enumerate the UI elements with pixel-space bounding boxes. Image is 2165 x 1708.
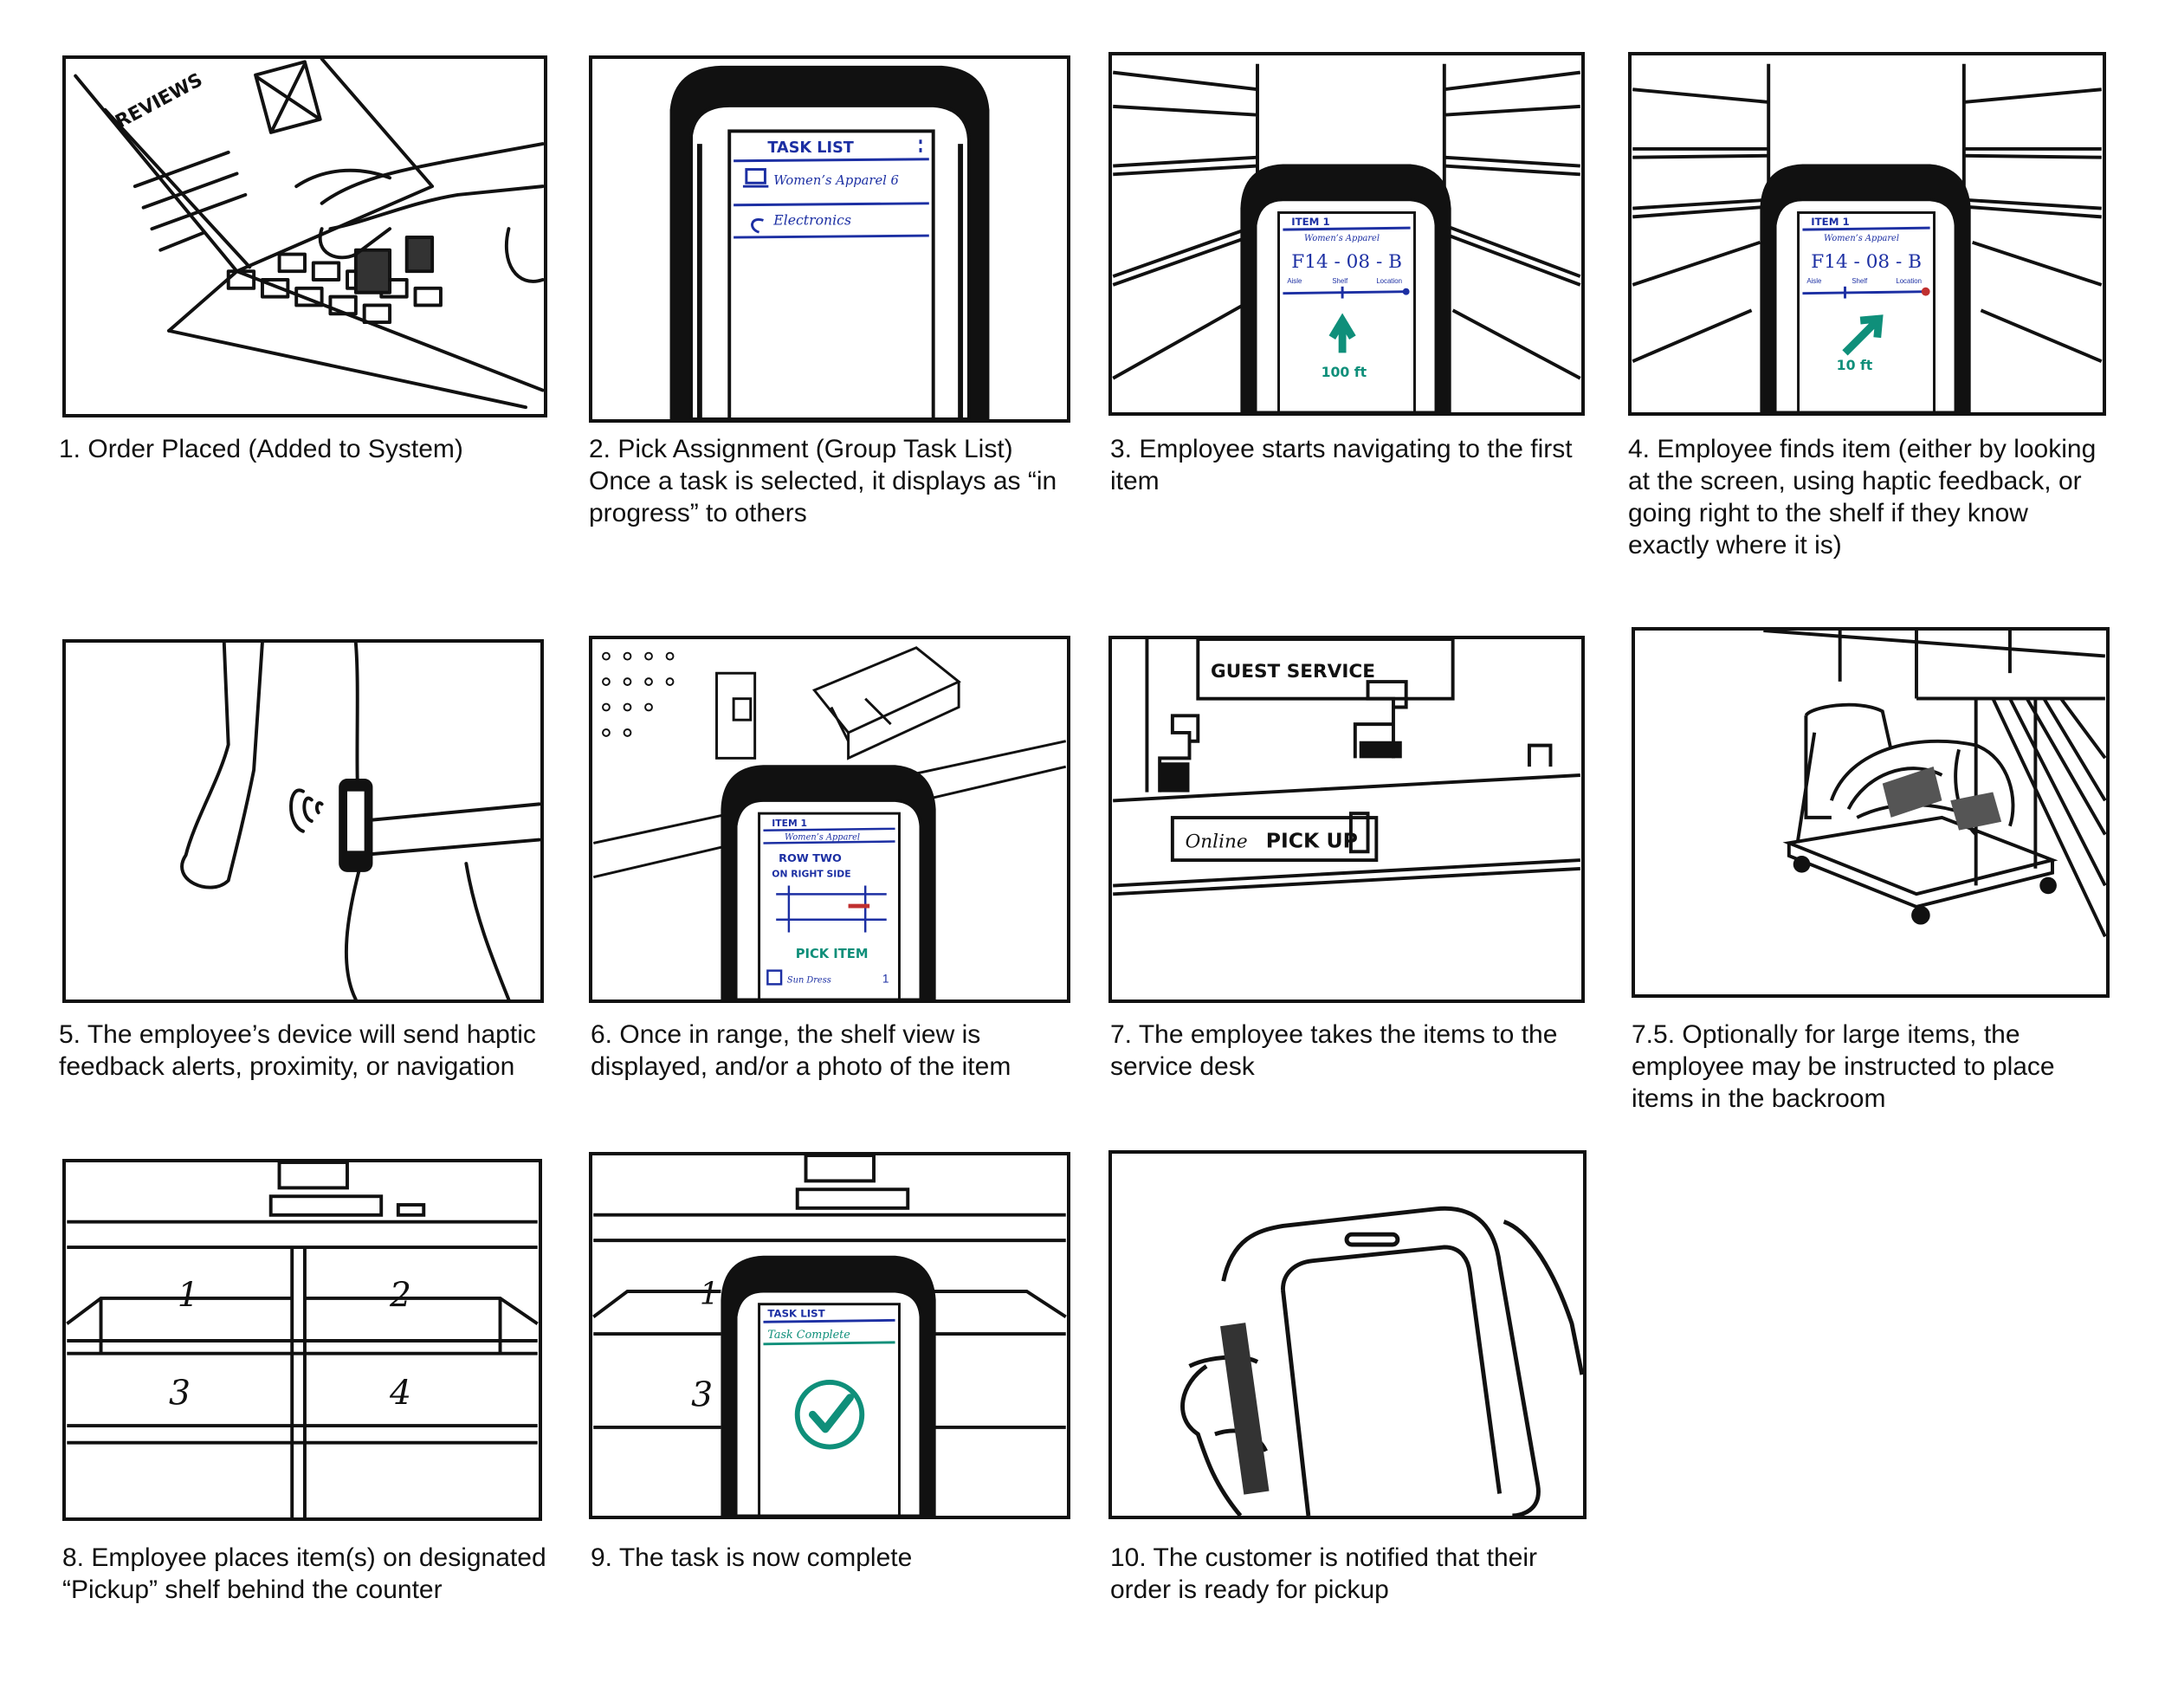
shelf-number-3: 3 [691, 1375, 713, 1414]
aisle-label: Aisle [1806, 277, 1821, 285]
item-1-label: ITEM 1 [1811, 216, 1849, 228]
panel-4-sketch: ITEM 1 Women’s Apparel F14 - 08 - B Aisl… [1628, 52, 2106, 416]
item-1-label: ITEM 1 [1291, 216, 1329, 228]
customer-phone-sketch [1180, 1206, 1583, 1516]
laptop-typing-sketch: REVIEWS [74, 59, 544, 410]
service-desk-sketch: GUEST SERVICE Online PICK UP [1113, 639, 1580, 896]
pick-up-sign: PICK UP [1266, 828, 1358, 852]
panel-10-sketch [1108, 1150, 1587, 1519]
caption-3: 3. Employee starts navigating to the fir… [1110, 435, 1573, 495]
pick-item-label: PICK ITEM [796, 947, 869, 961]
pickup-shelf-sketch: 1 2 3 4 [66, 1162, 539, 1517]
task-list-device-sketch: TASK LIST Women’s Apparel 6 Electronics [669, 65, 990, 419]
panel-6-sketch: ITEM 1 Women’s Apparel ROW TWO ON RIGHT … [589, 636, 1070, 1003]
panel-5-sketch [62, 639, 544, 1003]
task-complete-label: Task Complete [767, 1329, 850, 1342]
online-sign: Online [1186, 831, 1248, 852]
shelf-label: Shelf [1852, 277, 1868, 285]
panel-9-sketch: 1 3 TASK LIST Task Complete [589, 1152, 1070, 1519]
item-found-sketch: ITEM 1 Women’s Apparel F14 - 08 - B Aisl… [1632, 63, 2103, 412]
caption-9: 9. The task is now complete [591, 1543, 913, 1572]
distance-label: 100 ft [1322, 364, 1367, 380]
shelf-number-2: 2 [389, 1277, 411, 1316]
shelf-number-1: 1 [700, 1277, 719, 1312]
panel-1-sketch: REVIEWS [62, 55, 547, 417]
guest-service-sign: GUEST SERVICE [1211, 661, 1375, 683]
task-complete-sketch: 1 3 TASK LIST Task Complete [592, 1155, 1067, 1516]
caption-10: 10. The customer is notified that their … [1110, 1543, 1538, 1604]
caption-8: 8. Employee places item(s) on designated… [62, 1543, 546, 1604]
womens-apparel-label: Women’s Apparel [1304, 234, 1380, 243]
caption-6: 6. Once in range, the shelf view is disp… [591, 1020, 1011, 1081]
location-code: F14 - 08 - B [1811, 251, 1922, 273]
aisle-label: Aisle [1287, 277, 1302, 285]
shelf-number-3: 3 [169, 1375, 191, 1414]
row-two-label: ROW TWO [779, 852, 842, 865]
right-side-label: ON RIGHT SIDE [772, 869, 850, 880]
location-code: F14 - 08 - B [1291, 251, 1402, 273]
shelf-label: Shelf [1332, 277, 1348, 285]
shelf-number-4: 4 [389, 1375, 411, 1414]
task-womens-apparel: Women’s Apparel 6 [773, 173, 899, 188]
location-label: Location [1896, 277, 1922, 285]
caption-7-5: 7.5. Optionally for large items, the emp… [1632, 1020, 2055, 1113]
caption-4: 4. Employee finds item (either by lookin… [1628, 435, 2097, 560]
shelf-number-1: 1 [178, 1277, 199, 1316]
caption-5: 5. The employee’s device will send hapti… [59, 1020, 536, 1081]
caption-7: 7. The employee takes the items to the s… [1110, 1020, 1558, 1081]
shelf-view-sketch: ITEM 1 Women’s Apparel ROW TWO ON RIGHT … [592, 646, 1067, 1000]
panel-3-sketch: ITEM 1 Women’s Apparel F14 - 08 - B Aisl… [1108, 52, 1585, 416]
reviews-label: REVIEWS [112, 69, 206, 133]
aisle-navigation-sketch: ITEM 1 Women’s Apparel F14 - 08 - B Aisl… [1112, 63, 1581, 412]
haptic-device-sketch [180, 643, 540, 1000]
caption-2: 2. Pick Assignment (Group Task List) Onc… [589, 435, 1057, 527]
task-list-title: TASK LIST [767, 1307, 824, 1319]
item-1-label: ITEM 1 [772, 818, 807, 829]
caption-1: 1. Order Placed (Added to System) [59, 435, 463, 463]
location-label: Location [1376, 277, 1402, 285]
distance-label: 10 ft [1837, 357, 1873, 373]
task-electronics: Electronics [772, 211, 851, 228]
backroom-cart-sketch [1763, 631, 2106, 938]
panel-2-sketch: TASK LIST Women’s Apparel 6 Electronics [589, 55, 1070, 423]
panel-8-sketch: 1 2 3 4 [62, 1159, 542, 1521]
womens-apparel-label: Women’s Apparel [785, 833, 860, 843]
womens-apparel-label: Women’s Apparel [1824, 234, 1899, 243]
quantity-label: 1 [882, 972, 889, 985]
panel-7-sketch: GUEST SERVICE Online PICK UP [1108, 636, 1585, 1003]
sun-dress-label: Sun Dress [787, 975, 831, 985]
panel-7-5-sketch [1632, 627, 2110, 998]
task-list-title: TASK LIST [767, 139, 853, 157]
